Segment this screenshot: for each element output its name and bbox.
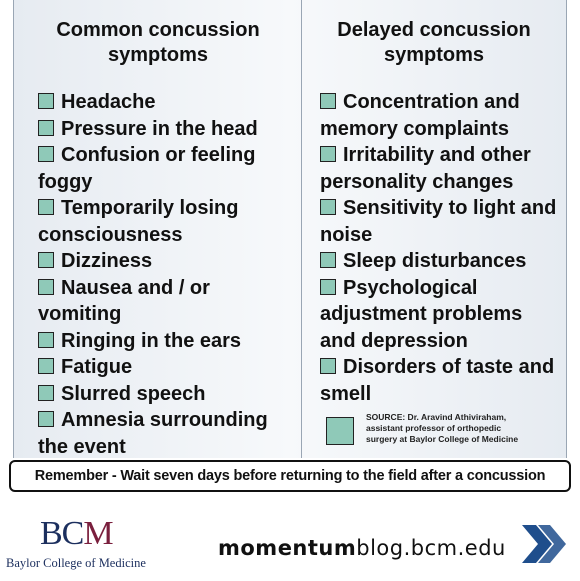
- common-symptom-item-label: Confusion or feeling foggy: [38, 144, 256, 193]
- checkbox-icon: [38, 411, 54, 427]
- delayed-symptoms-column: Delayed concussion symptoms Concentratio…: [320, 18, 560, 407]
- delayed-symptom-item: Disorders of taste and smell: [320, 354, 560, 407]
- common-symptom-item: Amnesia surrounding the event: [38, 407, 296, 460]
- common-symptom-item: Fatigue: [38, 354, 296, 381]
- symptoms-panel: [13, 0, 567, 458]
- common-symptom-item-label: Slurred speech: [61, 382, 206, 405]
- checkbox-icon: [320, 199, 336, 215]
- common-symptom-item: Confusion or feeling foggy: [38, 142, 296, 195]
- common-symptom-item-label: Ringing in the ears: [61, 329, 242, 352]
- common-symptom-item-label: Amnesia surrounding the event: [38, 409, 268, 458]
- source-line-2: assistant professor of orthopedic: [366, 423, 502, 433]
- common-symptom-item-label: Headache: [61, 91, 156, 113]
- bcm-logo[interactable]: BCM: [40, 515, 114, 553]
- delayed-symptom-item: Sensitivity to light and noise: [320, 195, 560, 248]
- common-symptom-item: Temporarily losing consciousness: [38, 195, 296, 248]
- delayed-symptoms-title: Delayed concussion symptoms: [337, 19, 531, 66]
- url-bold-part: momentum: [218, 536, 357, 560]
- chevron-arrows-icon: [522, 525, 566, 563]
- delayed-symptom-item: Sleep disturbances: [320, 248, 560, 275]
- checkbox-icon: [38, 252, 54, 268]
- common-symptom-item: Slurred speech: [38, 381, 296, 408]
- common-symptoms-title: Common concussion symptoms: [56, 19, 260, 66]
- delayed-symptom-item-label: Psychological adjustment problems and de…: [320, 276, 523, 352]
- checkbox-icon: [38, 384, 54, 401]
- common-symptom-item-label: Temporarily losing consciousness: [38, 197, 239, 246]
- common-symptom-item-label: Fatigue: [61, 356, 133, 378]
- checkbox-icon: [320, 358, 336, 374]
- checkbox-icon: [320, 93, 336, 109]
- delayed-symptom-item-label: Sleep disturbances: [343, 250, 527, 272]
- source-line-3: surgery at Baylor College of Medicine: [366, 434, 519, 444]
- checkbox-icon: [38, 146, 54, 162]
- common-symptom-item: Dizziness: [38, 248, 296, 275]
- bcm-logo-bc: BC: [40, 515, 84, 552]
- checkbox-icon: [38, 278, 54, 295]
- delayed-symptom-item: Psychological adjustment problems and de…: [320, 275, 560, 355]
- common-symptom-item: Nausea and / or vomiting: [38, 275, 296, 328]
- source-line-1: SOURCE: Dr. Aravind Athiviraham,: [366, 412, 507, 422]
- source-swatch: [326, 417, 354, 445]
- delayed-symptom-item-label: Irritability and other personality chang…: [320, 144, 531, 193]
- checkbox-icon: [38, 93, 54, 109]
- checkbox-icon: [320, 252, 336, 268]
- checkbox-icon: [320, 278, 336, 295]
- delayed-symptom-item: Concentration and memory complaints: [320, 89, 560, 142]
- common-symptom-item-label: Dizziness: [61, 250, 153, 272]
- delayed-symptom-item-label: Concentration and memory complaints: [320, 91, 520, 140]
- blog-url-link[interactable]: momentumblog.bcm.edu: [218, 536, 506, 560]
- bcm-logo-subtitle: Baylor College of Medicine: [6, 556, 146, 570]
- common-symptom-item: Pressure in the head: [38, 116, 296, 143]
- common-symptom-item-label: Nausea and / or vomiting: [38, 276, 210, 326]
- checkbox-icon: [38, 331, 54, 348]
- delayed-symptom-item-label: Sensitivity to light and noise: [320, 197, 557, 246]
- delayed-symptom-item-label: Disorders of taste and smell: [320, 356, 555, 405]
- checkbox-icon: [38, 199, 54, 215]
- common-symptom-item-label: Pressure in the head: [61, 117, 258, 140]
- checkbox-icon: [38, 358, 54, 374]
- column-divider: [301, 0, 302, 458]
- common-symptom-item: Headache: [38, 89, 296, 116]
- checkbox-icon: [320, 146, 336, 162]
- checkbox-icon: [38, 119, 54, 136]
- source-text: SOURCE: Dr. Aravind Athiviraham, assista…: [366, 412, 566, 445]
- remember-banner: Remember - Wait seven days before return…: [9, 460, 571, 492]
- common-symptom-item: Ringing in the ears: [38, 328, 296, 355]
- url-rest-part: blog.bcm.edu: [356, 536, 506, 560]
- bcm-logo-m: M: [83, 515, 113, 552]
- delayed-symptom-item: Irritability and other personality chang…: [320, 142, 560, 195]
